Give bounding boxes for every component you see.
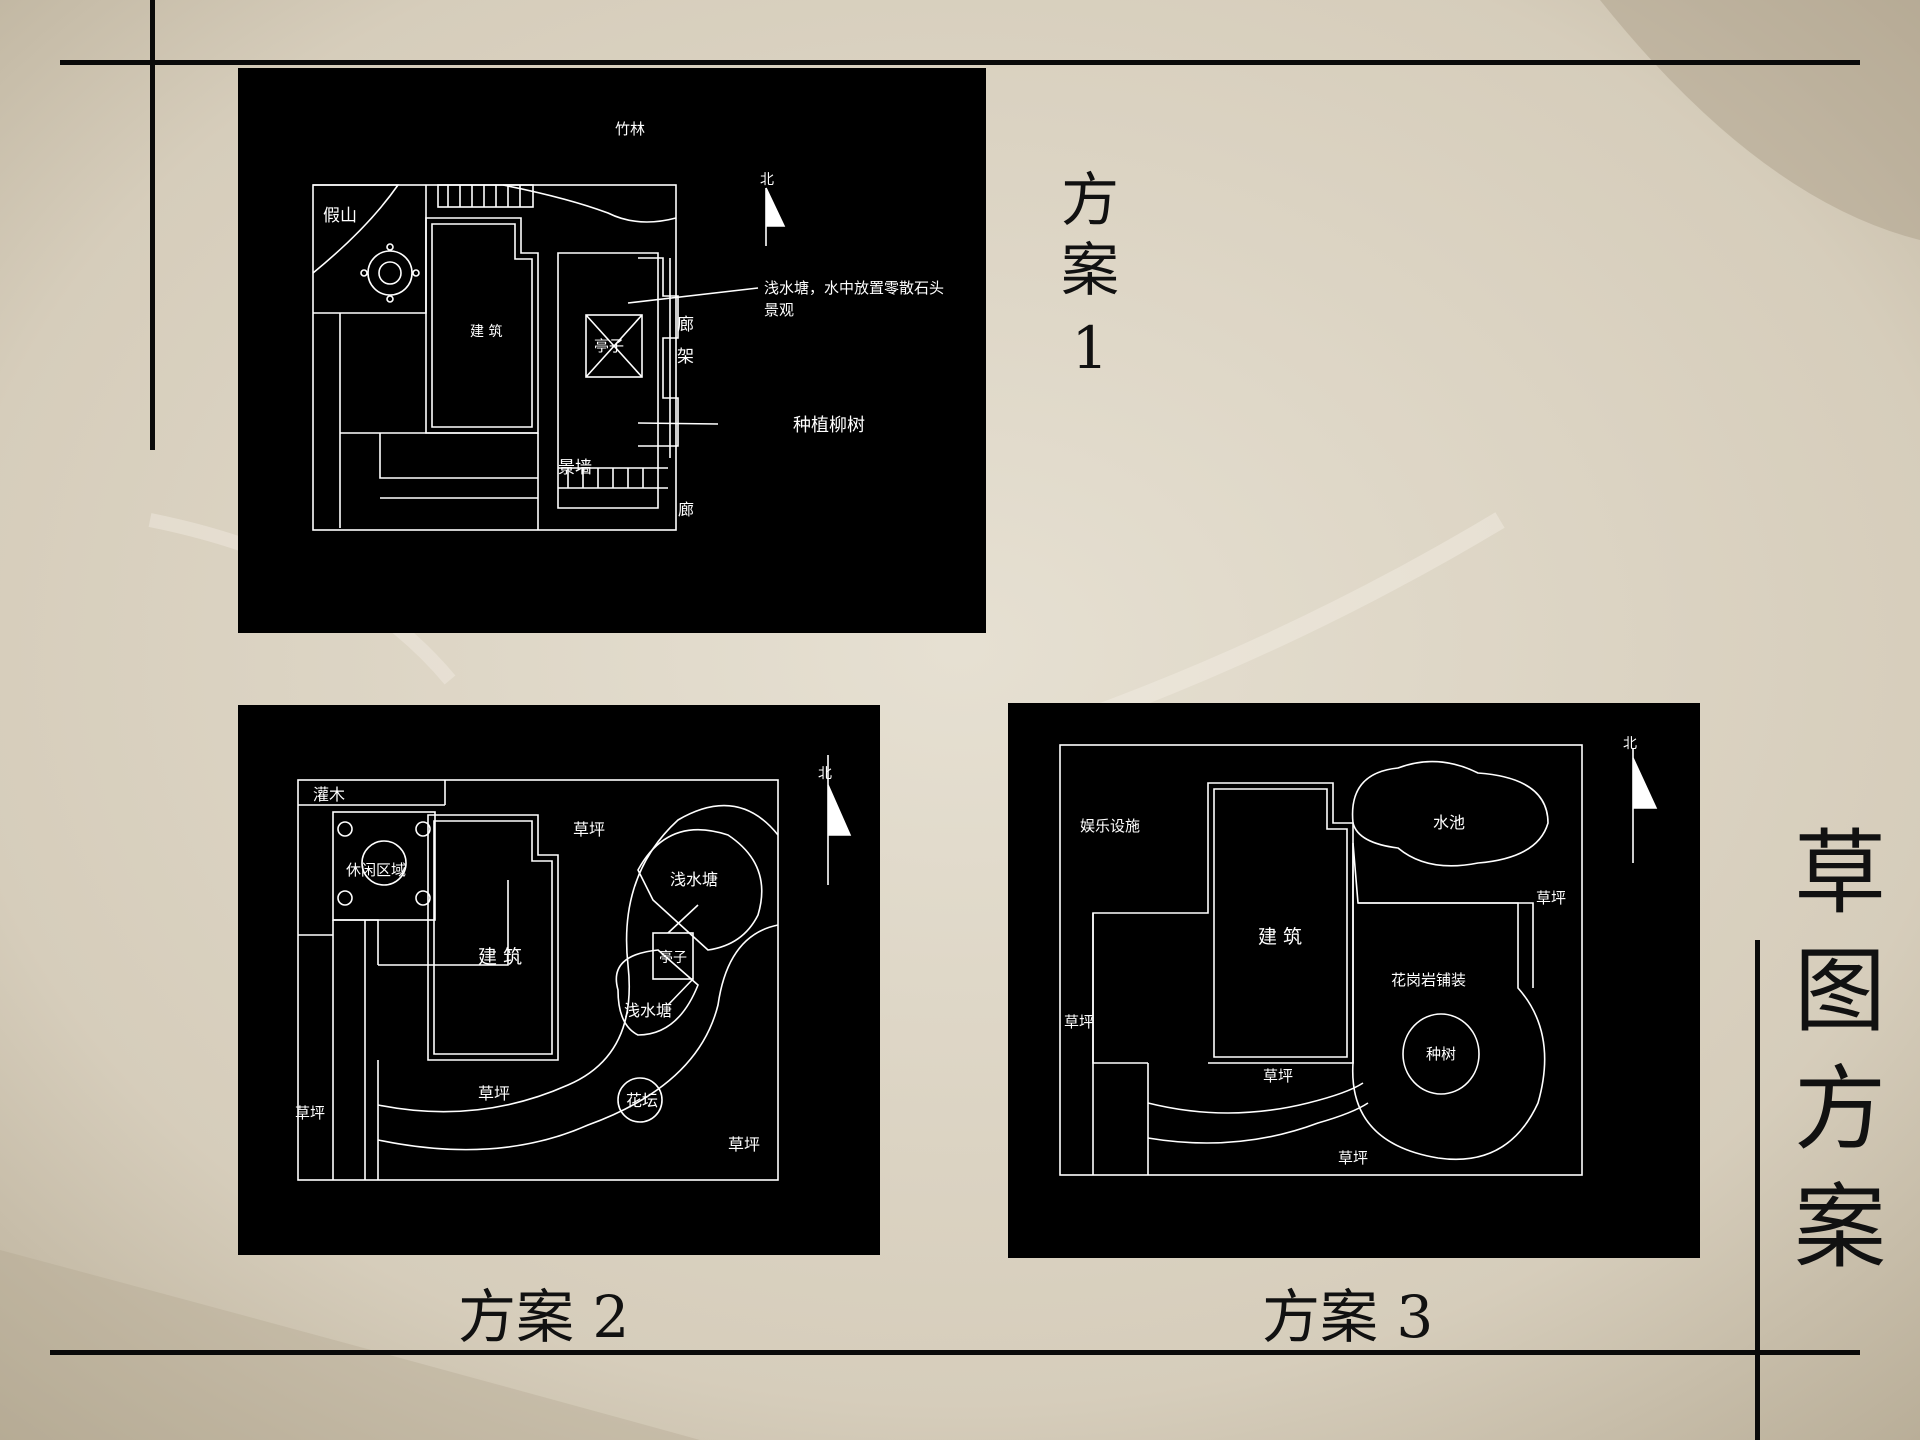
- plan2-panel: 灌木 休闲区域 建 筑 草坪 浅水塘 亭子 浅水塘 草坪 花坛 草坪 草坪 北: [238, 705, 880, 1255]
- plan3-drawing: 娱乐设施 水池 建 筑 草坪 花岗岩铺装 种树 草坪 草坪 草坪 北: [1059, 736, 1658, 1176]
- label-leisure: 休闲区域: [346, 861, 406, 879]
- plan1-north-label: 北: [760, 172, 774, 188]
- plan1-drawing: 竹林 假山 建 筑 亭子 廊 架 浅水塘，水中放置零散石头 景观 种植柳树 景墙…: [312, 120, 944, 531]
- label-building: 建 筑: [470, 324, 502, 340]
- label-lawn-left: 草坪: [295, 1104, 325, 1122]
- label-amuse: 娱乐设施: [1080, 817, 1140, 835]
- plan2-caption: 方案 2: [458, 1283, 630, 1351]
- bottom-rule: [50, 1350, 1860, 1355]
- plan2-drawing: 灌木 休闲区域 建 筑 草坪 浅水塘 亭子 浅水塘 草坪 花坛 草坪 草坪 北: [295, 755, 852, 1181]
- label-lawn-top: 草坪: [573, 820, 605, 839]
- label-bamboo: 竹林: [615, 120, 645, 138]
- label-rockery: 假山: [323, 206, 357, 226]
- label-wall: 景墙: [558, 458, 592, 478]
- label-pavilion: 亭子: [594, 337, 624, 355]
- label-lawn-bottom: 草坪: [1338, 1149, 1368, 1167]
- plan1-panel: 竹林 假山 建 筑 亭子 廊 架 浅水塘，水中放置零散石头 景观 种植柳树 景墙…: [238, 68, 986, 633]
- label-building: 建 筑: [478, 946, 522, 968]
- label-lawn-mid: 草坪: [1263, 1067, 1293, 1085]
- label-building: 建 筑: [1258, 926, 1302, 948]
- label-pond-2: 景观: [764, 301, 794, 319]
- label-tree: 种树: [1426, 1045, 1456, 1063]
- label-trellis-b: 架: [677, 347, 694, 367]
- label-pavilion: 亭子: [659, 949, 687, 966]
- label-flower: 花坛: [626, 1091, 658, 1110]
- label-lawn-left: 草坪: [1064, 1013, 1094, 1031]
- plan3-panel: 娱乐设施 水池 建 筑 草坪 花岗岩铺装 种树 草坪 草坪 草坪 北: [1008, 703, 1700, 1258]
- plan1-caption-word: 方案: [1060, 166, 1119, 304]
- label-corridor: 廊: [678, 500, 694, 519]
- plan3-caption: 方案 3: [1262, 1283, 1434, 1351]
- top-rule: [60, 60, 1860, 65]
- right-vertical-rule: [1755, 940, 1760, 1440]
- label-pond-bottom: 浅水塘: [624, 1001, 672, 1020]
- label-flowerbed: 花岗岩铺装: [1391, 971, 1466, 989]
- label-pond: 浅水塘，水中放置零散石头: [764, 279, 944, 297]
- label-lawn-right: 草坪: [1536, 889, 1566, 907]
- label-shrub: 灌木: [313, 785, 345, 804]
- plan1-caption-number: 1: [1071, 314, 1109, 382]
- left-vertical-rule: [150, 0, 155, 450]
- label-pool: 水池: [1433, 813, 1465, 832]
- label-lawn-right: 草坪: [728, 1135, 760, 1154]
- slide-title: 草图方案: [1793, 820, 1886, 1281]
- plan1-caption: 方案 1: [1050, 165, 1130, 383]
- plan3-north-label: 北: [1623, 736, 1637, 752]
- plan2-north-label: 北: [818, 766, 832, 782]
- label-pond-top: 浅水塘: [670, 870, 718, 889]
- label-lawn-mid: 草坪: [478, 1084, 510, 1103]
- label-trellis-a: 廊: [677, 315, 694, 335]
- label-willow: 种植柳树: [793, 415, 865, 436]
